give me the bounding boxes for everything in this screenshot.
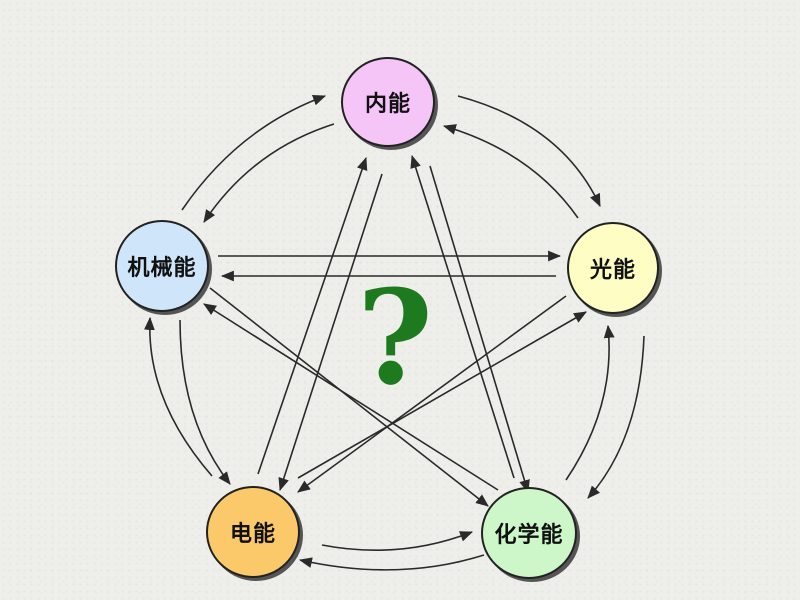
arrow-chemical-to-light (565, 324, 615, 481)
arrow-light-to-chemical (587, 335, 645, 499)
arrow-chemical-to-electric (298, 554, 485, 571)
node-internal-energy-label: 内能 (364, 92, 411, 117)
arrow-electric-to-mechanical (144, 316, 213, 477)
arrow-mechanical-to-internal (181, 95, 327, 211)
node-light-energy: 光能 (567, 222, 659, 314)
arrow-internal-to-electric (278, 173, 383, 492)
arrow-light-to-electric (297, 295, 567, 493)
node-mechanical-energy: 机械能 (115, 220, 209, 312)
arrow-electric-to-internal (257, 156, 368, 475)
arrow-internal-to-mechanical (203, 123, 335, 223)
arrow-internal-to-light (457, 95, 601, 207)
node-mechanical-energy-label: 机械能 (127, 256, 197, 281)
node-internal-energy: 内能 (341, 57, 435, 147)
node-chemical-energy: 化学能 (481, 487, 577, 579)
arrow-mechanical-to-chemical (209, 287, 489, 507)
arrow-light-to-internal (442, 124, 579, 219)
node-electric-energy: 电能 (206, 486, 300, 578)
question-mark: ? (356, 261, 434, 414)
arrow-electric-to-chemical (321, 531, 474, 551)
arrow-chemical-to-mechanical (203, 303, 499, 491)
node-chemical-energy-label: 化学能 (494, 523, 564, 548)
arrow-mechanical-to-electric (179, 319, 231, 485)
arrow-internal-to-chemical (429, 165, 530, 494)
arrow-electric-to-light (297, 311, 587, 479)
node-light-energy-label: 光能 (589, 258, 636, 283)
node-electric-energy-label: 电能 (229, 522, 276, 547)
arrow-chemical-to-internal (410, 154, 515, 479)
